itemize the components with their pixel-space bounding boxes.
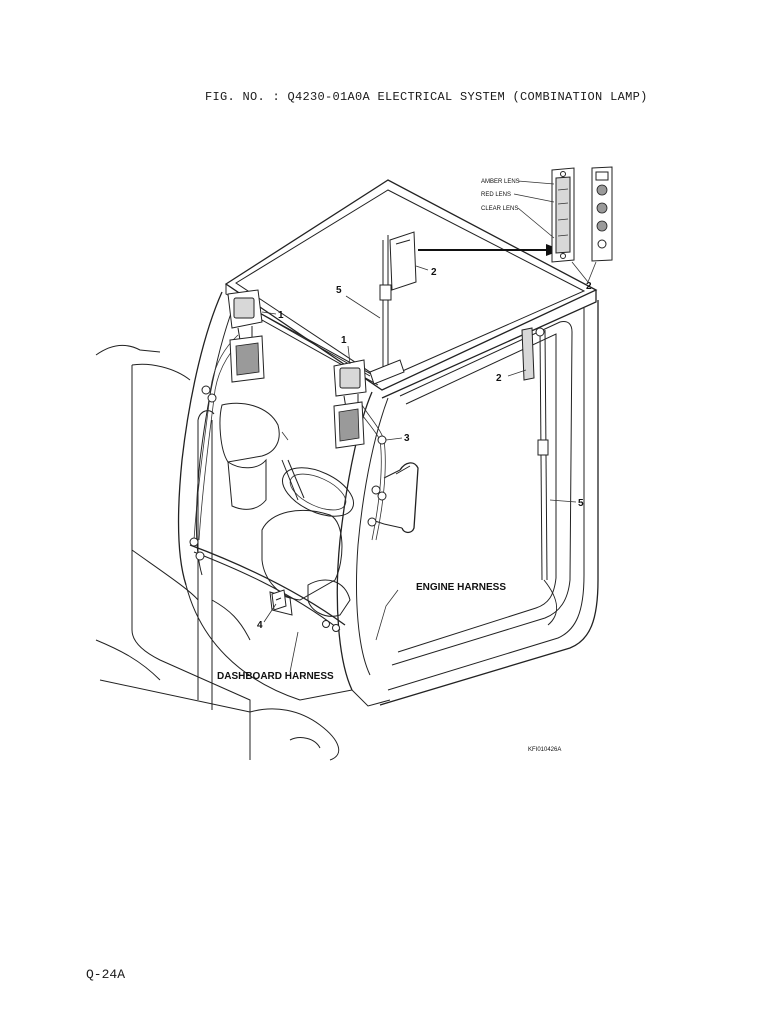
engine-harness-label: ENGINE HARNESS xyxy=(416,582,506,593)
detail-arrow xyxy=(418,244,562,256)
dashboard-harness-label: DASHBOARD HARNESS xyxy=(217,671,334,682)
callout-5-roof: 5 xyxy=(336,285,342,296)
wire-harnesses xyxy=(189,235,557,632)
callout-2-rear: 2 xyxy=(496,373,502,384)
work-lamp-left xyxy=(227,289,265,383)
red-lens-label: RED LENS xyxy=(481,192,511,198)
callout-leaders xyxy=(261,265,577,673)
callout-5-rear: 5 xyxy=(578,498,584,509)
lamp-detail-inset: AMBER LENS RED LENS CLEAR LENS xyxy=(481,166,613,283)
cab-interior xyxy=(189,402,419,631)
callout-2-roof: 2 xyxy=(431,267,437,278)
page-number: Q-24A xyxy=(86,967,126,982)
callout-4: 4 xyxy=(257,620,263,631)
callout-1-left: 1 xyxy=(278,310,284,321)
work-lamp-right xyxy=(333,359,367,449)
callout-3: 3 xyxy=(404,433,410,444)
callout-1-right: 1 xyxy=(341,335,347,346)
amber-lens-label: AMBER LENS xyxy=(481,179,520,185)
figure-title: FIG. NO. : Q4230-01A0A ELECTRICAL SYSTEM… xyxy=(205,90,648,104)
drawing-code: KFI010426A xyxy=(528,747,561,753)
machine-body xyxy=(95,344,340,761)
clear-lens-label: CLEAR LENS xyxy=(481,206,518,212)
combination-lamp-roof xyxy=(369,231,535,385)
callout-2-inset: 2 xyxy=(586,281,592,292)
